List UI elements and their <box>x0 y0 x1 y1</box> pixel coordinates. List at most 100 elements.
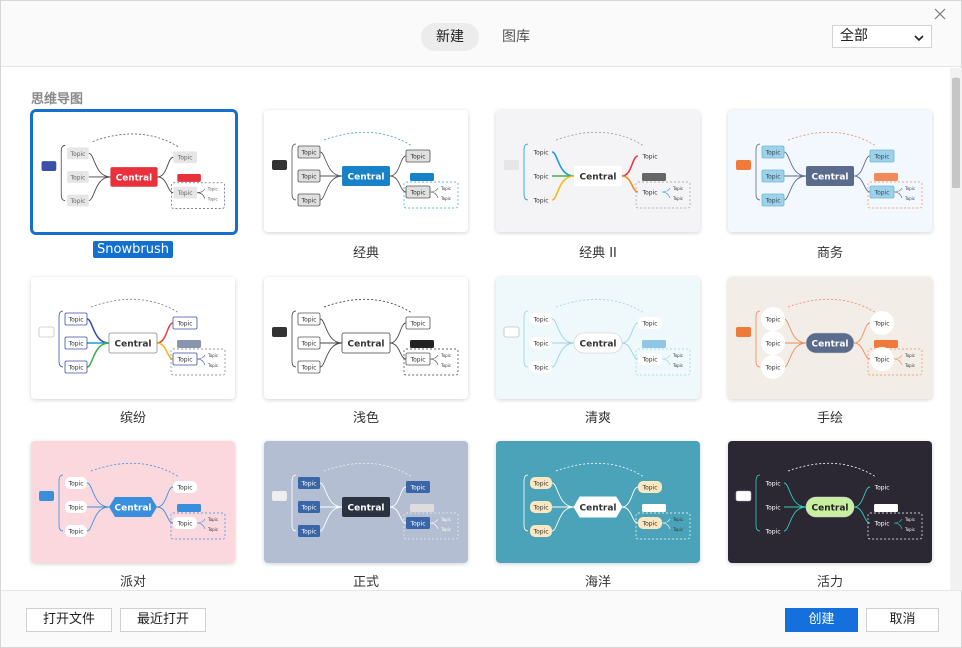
tab-gallery[interactable]: 图库 <box>502 29 530 45</box>
thumbnail-topic-label: Topic <box>409 485 425 492</box>
template-card-label[interactable]: Snowbrush <box>31 241 235 258</box>
template-name: Snowbrush <box>93 241 173 258</box>
template-card-label[interactable]: 缤纷 <box>31 407 235 426</box>
close-icon[interactable] <box>931 5 949 23</box>
template-card-label[interactable]: 手绘 <box>728 407 932 426</box>
thumbnail-topic-label: Topic <box>409 521 425 528</box>
template-name: 正式 <box>352 575 379 590</box>
template-card-label[interactable]: 派对 <box>31 571 235 590</box>
template-name: 清爽 <box>584 411 611 426</box>
thumbnail-topic-label: Topic <box>532 505 548 512</box>
template-card-label[interactable]: 海洋 <box>496 571 700 590</box>
thumbnail-topic-label: Topic <box>764 481 780 488</box>
thumbnail-central-label: Central <box>116 173 152 183</box>
recent-files-button[interactable]: 最近打开 <box>120 608 206 632</box>
template-card-label[interactable]: 商务 <box>728 242 932 261</box>
template-thumbnail: CentralTopicTopicTopicTopicTopicTopicTop… <box>728 277 932 399</box>
thumbnail-subtopic-label: Topic <box>440 186 451 191</box>
thumbnail-topic-label: Topic <box>67 317 83 324</box>
thumbnail-topic-label: Topic <box>67 505 83 512</box>
tab-bar: 新建 图库 <box>421 23 545 51</box>
thumbnail-topic-label: Topic <box>300 365 316 372</box>
thumbnail-central-label: Central <box>347 173 384 183</box>
thumbnail-central-label: Central <box>114 504 151 514</box>
thumbnail-topic-label: Topic <box>67 365 83 372</box>
chevron-down-icon <box>913 30 925 42</box>
thumbnail-subtopic-label: Topic <box>207 353 218 358</box>
template-name: 活力 <box>816 575 843 590</box>
scroll-up-icon[interactable] <box>951 68 961 82</box>
thumbnail-topic-label: Topic <box>532 341 548 348</box>
thumbnail-topic-label: Topic <box>764 174 780 181</box>
thumbnail-subtopic-label: Topic <box>440 527 451 532</box>
thumbnail-subtopic-label: Topic <box>672 527 683 532</box>
thumbnail-topic-label: Topic <box>873 154 889 161</box>
scroll-thumb[interactable] <box>952 78 960 188</box>
thumbnail-subtopic-label: Topic <box>440 363 451 368</box>
template-name: 派对 <box>119 575 146 590</box>
thumbnail-topic-label: Topic <box>873 485 889 492</box>
thumbnail-topic-label: Topic <box>641 485 657 492</box>
thumbnail-topic-label: Topic <box>532 317 548 324</box>
thumbnail-topic-label: Topic <box>67 341 83 348</box>
template-thumbnail: CentralTopicTopicTopicTopicTopicTopicTop… <box>31 441 235 563</box>
template-thumbnail: CentralTopicTopicTopicTopicTopicTopicTop… <box>496 441 700 563</box>
template-card-label[interactable]: 浅色 <box>264 407 468 426</box>
cancel-button[interactable]: 取消 <box>866 608 939 632</box>
template-card-label[interactable]: 正式 <box>264 571 468 590</box>
template-thumbnail: CentralTopicTopicTopicTopicTopicTopicTop… <box>31 277 235 399</box>
thumbnail-topic-label: Topic <box>300 341 316 348</box>
template-card-label[interactable]: 经典 II <box>496 242 700 261</box>
thumbnail-topic-label: Topic <box>176 321 192 328</box>
create-button[interactable]: 创建 <box>785 608 858 632</box>
thumbnail-subtopic-label: Topic <box>904 527 915 532</box>
template-card-label[interactable]: 经典 <box>264 242 468 261</box>
thumbnail-topic-label: Topic <box>176 485 192 492</box>
thumbnail-topic-label: Topic <box>532 150 548 157</box>
thumbnail-topic-label: Topic <box>873 521 889 528</box>
thumbnail-topic-label: Topic <box>409 190 425 197</box>
category-filter-select[interactable]: 全部 <box>832 25 932 48</box>
template-name: 经典 <box>352 246 379 261</box>
thumbnail-subtopic-label: Topic <box>904 353 915 358</box>
thumbnail-central-label: Central <box>347 340 384 350</box>
thumbnail-subtopic-label: Topic <box>440 517 451 522</box>
template-thumbnail: CentralTopicTopicTopicTopicTopicTopicTop… <box>496 277 700 399</box>
thumbnail-topic-label: Topic <box>300 150 316 157</box>
thumbnail-topic-label: Topic <box>70 175 86 181</box>
thumbnail-topic-label: Topic <box>641 357 657 364</box>
template-card-label[interactable]: 清爽 <box>496 407 700 426</box>
open-file-button[interactable]: 打开文件 <box>26 608 112 632</box>
dialog-header: 新建 图库 全部 <box>1 1 961 67</box>
thumbnail-topic-label: Topic <box>300 481 316 488</box>
thumbnail-subtopic-label: Topic <box>672 517 683 522</box>
thumbnail-topic-label: Topic <box>70 199 86 205</box>
thumbnail-topic-label: Topic <box>764 150 780 157</box>
template-card-label[interactable]: 活力 <box>728 571 932 590</box>
thumbnail-subtopic-label: Topic <box>207 197 218 202</box>
scroll-down-icon[interactable] <box>951 582 961 595</box>
thumbnail-topic-label: Topic <box>641 521 657 528</box>
template-thumbnail: CentralTopicTopicTopicTopicTopicTopicTop… <box>33 112 235 232</box>
thumbnail-topic-label: Topic <box>764 529 780 536</box>
thumbnail-topic-label: Topic <box>873 190 889 197</box>
thumbnail-subtopic-label: Topic <box>672 353 683 358</box>
vertical-scrollbar[interactable] <box>950 68 962 595</box>
thumbnail-topic-label: Topic <box>300 174 316 181</box>
thumbnail-subtopic-label: Topic <box>207 363 218 368</box>
tab-new[interactable]: 新建 <box>421 23 479 51</box>
template-thumbnail: CentralTopicTopicTopicTopicTopicTopicTop… <box>728 110 932 232</box>
thumbnail-subtopic-label: Topic <box>207 527 218 532</box>
